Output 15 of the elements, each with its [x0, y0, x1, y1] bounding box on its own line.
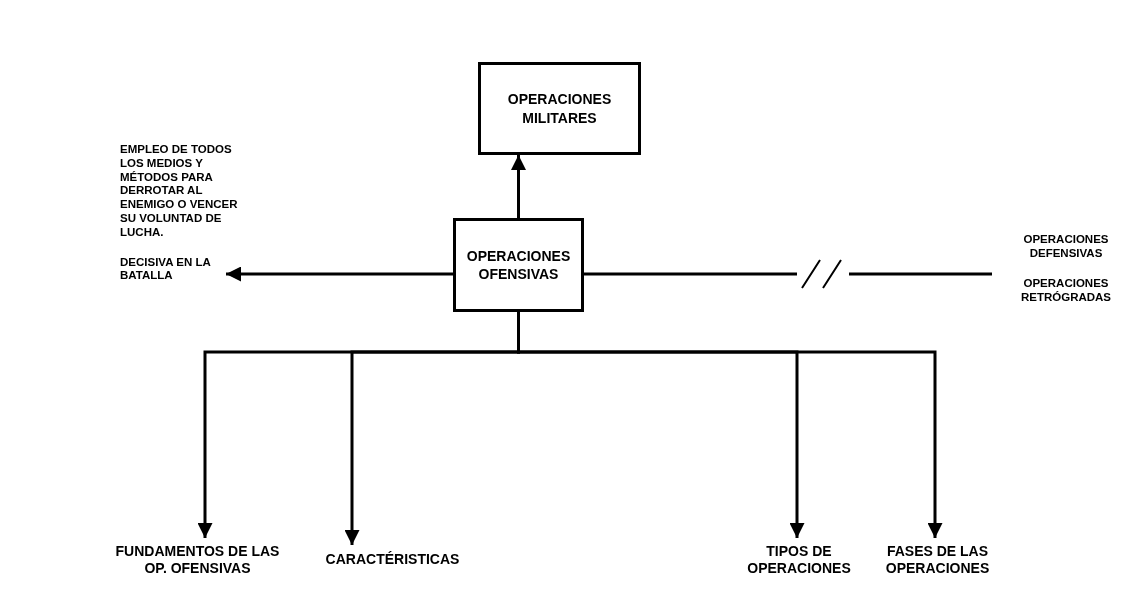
connector-line — [584, 272, 992, 276]
branch-label: FUNDAMENTOS DE LAS OP. OFENSIVAS — [115, 543, 280, 577]
process-box — [478, 62, 641, 155]
branch-label: CARACTÉRISTICAS — [325, 550, 460, 568]
note-text: OPERACIONES DEFENSIVAS — [1022, 233, 1110, 261]
arrow — [511, 155, 526, 218]
arrow — [226, 266, 453, 282]
note-text: OPERACIONES RETRÓGRADAS — [1019, 277, 1113, 305]
process-box — [453, 218, 584, 312]
box-label: OPERACIONES MILITARES — [506, 90, 613, 127]
branch-label: TIPOS DE OPERACIONES — [746, 543, 852, 577]
note-text: DECISIVA EN LA BATALLA — [120, 255, 212, 284]
box-label: OPERACIONES OFENSIVAS — [465, 246, 572, 284]
note-text: EMPLEO DE TODOS LOS MEDIOS Y MÉTODOS PARA DERROTAR AL ENEMIGO O VENCER SU VOLUNTAD DE LUCHA. — [120, 142, 239, 240]
branch-label: FASES DE LAS OPERACIONES — [884, 543, 991, 577]
